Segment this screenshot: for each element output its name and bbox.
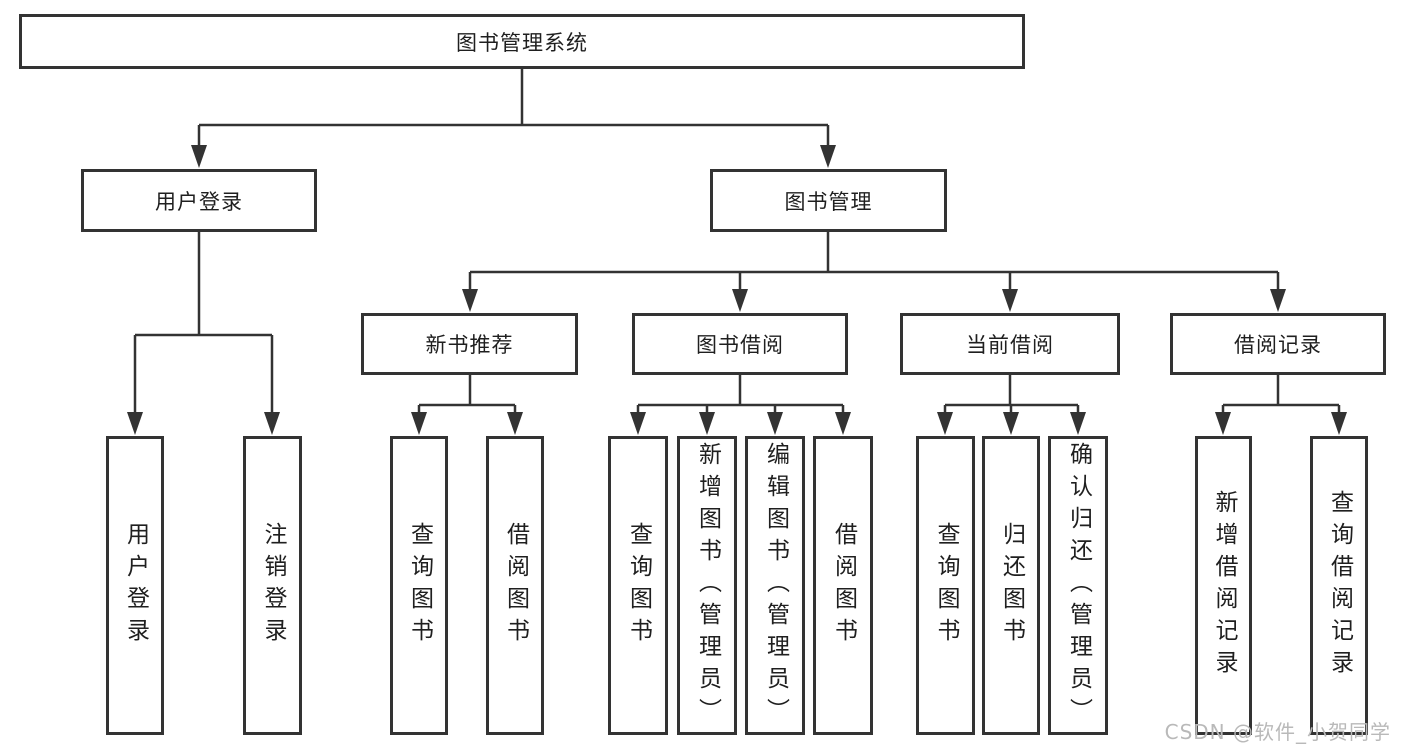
leaf-edit-book-admin: 编辑图书（管理员） [745,436,805,735]
csdn-watermark: CSDN @软件_小贺同学 [1164,720,1391,744]
node-borrow-record: 借阅记录 [1170,313,1386,375]
node-new-book-recommend: 新书推荐 [361,313,578,375]
leaf-add-borrow-record: 新增借阅记录 [1195,436,1252,735]
node-book-borrow: 图书借阅 [632,313,848,375]
leaf-borrow-books-2: 借阅图书 [813,436,873,735]
node-user-login: 用户登录 [81,169,317,232]
leaf-query-books-2: 查询图书 [608,436,668,735]
leaf-add-book-admin: 新增图书（管理员） [677,436,737,735]
leaf-query-borrow-record: 查询借阅记录 [1310,436,1368,735]
leaf-user-login: 用户登录 [106,436,164,735]
leaf-query-books-1: 查询图书 [390,436,448,735]
node-book-management: 图书管理 [710,169,947,232]
node-library-system: 图书管理系统 [19,14,1025,69]
node-current-borrow: 当前借阅 [900,313,1120,375]
leaf-confirm-return-admin: 确认归还（管理员） [1048,436,1108,735]
leaf-logout: 注销登录 [243,436,302,735]
leaf-return-book: 归还图书 [982,436,1040,735]
leaf-query-books-3: 查询图书 [916,436,975,735]
leaf-borrow-books-1: 借阅图书 [486,436,544,735]
arrowheads [127,145,1347,435]
